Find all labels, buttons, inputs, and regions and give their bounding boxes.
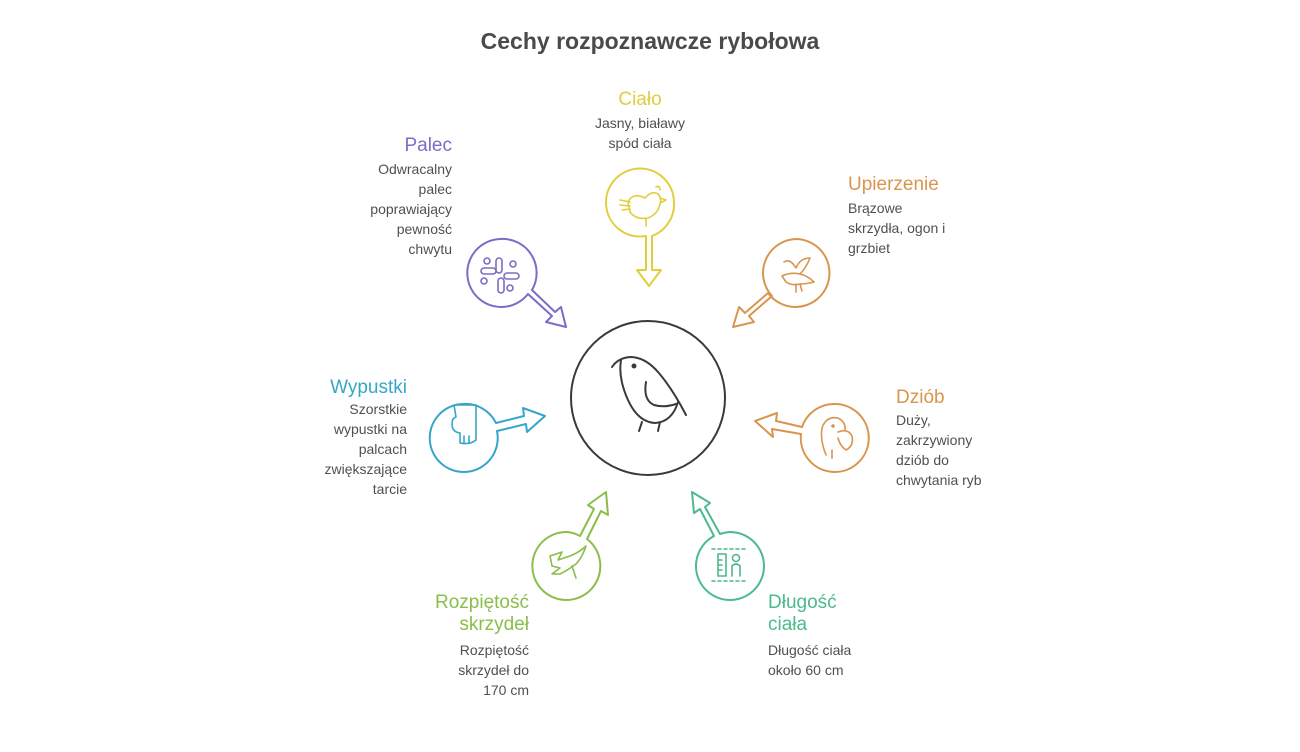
title-line: Długość	[768, 592, 837, 613]
desc-line: palcach	[358, 441, 407, 457]
desc-line: skrzydeł do	[458, 662, 529, 678]
title-line: ciała	[768, 614, 808, 635]
node-dziob	[754, 402, 870, 473]
label-wypustki: Wypustki	[330, 377, 407, 398]
desc-line: spód ciała	[608, 135, 672, 151]
desc-line: palec	[418, 181, 452, 197]
bird-icon	[611, 356, 687, 432]
desc-line: grzbiet	[848, 240, 891, 256]
desc-dziob: Duży, zakrzywiony dziób do chwytania ryb	[896, 410, 1096, 490]
desc-wypustki: Szorstkie wypustki na palcach zwiększają…	[207, 399, 407, 499]
desc-line: Brązowe	[848, 200, 903, 216]
desc-line: zakrzywiony	[896, 432, 973, 448]
desc-line: Rozpiętość	[459, 642, 529, 658]
eagle-icon	[781, 257, 815, 293]
label-palec: Palec	[404, 135, 452, 156]
desc-line: skrzydła, ogon i	[848, 220, 946, 236]
desc-line: poprawiający	[370, 201, 452, 217]
desc-line: dziób do	[896, 452, 949, 468]
desc-line: Długość ciała	[768, 642, 852, 658]
desc-line: pewność	[396, 221, 452, 237]
desc-palec: Odwracalny palec poprawiający pewność ch…	[252, 159, 452, 259]
node-rozpietosc	[531, 491, 609, 601]
chicken-icon	[619, 185, 667, 227]
desc-line: około 60 cm	[768, 662, 844, 678]
height-measure-icon	[711, 548, 749, 582]
title-line: skrzydeł	[459, 614, 529, 635]
pterodactyl-icon	[549, 545, 587, 579]
duck-head-icon	[820, 416, 854, 459]
desc-line: zwiększające	[324, 461, 407, 477]
desc-line: Odwracalny	[378, 161, 452, 177]
grip-symbol-icon	[480, 257, 520, 294]
desc-line: chwytania ryb	[896, 472, 982, 488]
desc-line: 170 cm	[483, 682, 529, 698]
center-node	[570, 320, 726, 476]
hand-icon	[451, 404, 477, 445]
title-line: Rozpiętość	[435, 592, 529, 613]
node-cialo	[605, 167, 676, 287]
desc-line: wypustki na	[333, 421, 407, 437]
desc-line: chwytu	[408, 241, 452, 257]
desc-line: Szorstkie	[349, 401, 407, 417]
label-dziob: Dziób	[896, 387, 945, 408]
desc-line: Jasny, białawy	[594, 115, 685, 131]
node-palec	[466, 237, 567, 328]
desc-cialo: Jasny, białawy spód ciała	[540, 113, 740, 153]
node-dlugosc	[691, 491, 765, 601]
node-wypustki	[428, 402, 546, 473]
desc-rozpietosc: Rozpiętość skrzydeł do 170 cm	[329, 640, 529, 700]
desc-line: tarcie	[372, 481, 407, 497]
label-dlugosc: Długość ciała	[768, 592, 968, 636]
desc-dlugosc: Długość ciała około 60 cm	[768, 640, 968, 680]
diagram-title: Cechy rozpoznawcze rybołowa	[480, 28, 820, 54]
desc-line: Duży,	[896, 412, 931, 428]
node-upierzenie	[732, 238, 831, 328]
label-cialo: Ciało	[618, 89, 662, 110]
label-upierzenie: Upierzenie	[848, 174, 939, 195]
label-rozpietosc: Rozpiętość skrzydeł	[329, 592, 529, 636]
desc-upierzenie: Brązowe skrzydła, ogon i grzbiet	[848, 198, 1048, 258]
